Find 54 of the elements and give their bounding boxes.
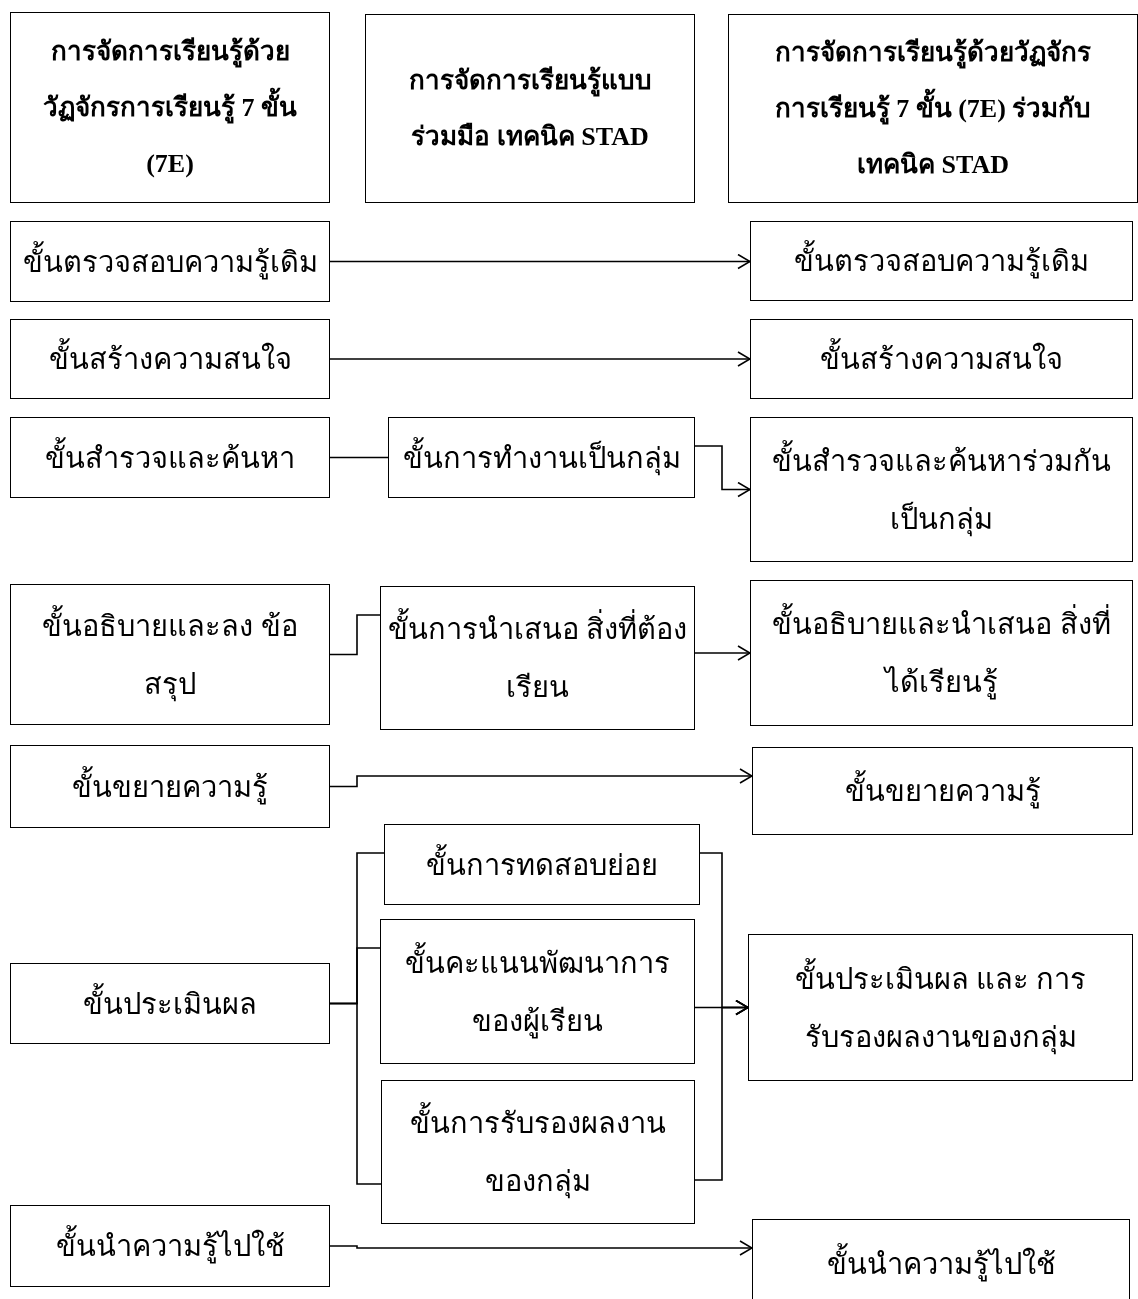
step-box [10, 584, 330, 725]
step-text: ขั้นการทำงานเป็นกลุ่ม [402, 428, 681, 487]
step-box [10, 319, 330, 399]
step-text: ขั้นอธิบายและลง ข้อสรุป [17, 596, 323, 713]
step-box [10, 1205, 330, 1287]
connector-line [329, 456, 389, 459]
step-text: ขั้นประเมินผล และ การรับรองผลงานของกลุ่ม [755, 949, 1126, 1066]
step-text: ขั้นนำความรู้ไปใช้ [826, 1235, 1056, 1293]
step-box [380, 586, 695, 730]
step-text: ขั้นขยายความรู้ [844, 762, 1041, 820]
arrow [329, 253, 751, 270]
connector-line [329, 614, 381, 656]
step-box [388, 417, 695, 498]
step-text: ขั้นคะแนนพัฒนาการ ของผู้เรียน [387, 933, 688, 1050]
step-text: ขั้นการทดสอบย่อย [426, 835, 658, 894]
arrow [329, 351, 751, 367]
step-box [10, 963, 330, 1044]
step-text: ขั้นขยายความรู้ [72, 757, 268, 816]
step-box [750, 221, 1133, 301]
step-box [750, 580, 1133, 726]
header-box [10, 12, 330, 203]
step-box [384, 824, 700, 905]
step-text: ขั้นสร้างความสนใจ [820, 330, 1063, 388]
arrow [694, 445, 751, 498]
step-box [10, 745, 330, 828]
header-text: การจัดการเรียนรู้ด้วย วัฏจักรการเรียนรู้ 7 ขั้น (7E) [42, 35, 298, 180]
step-text: ขั้นการรับรองผลงาน ของกลุ่ม [388, 1094, 688, 1210]
step-text: ขั้นสำรวจและค้นหา [45, 428, 295, 487]
step-box [380, 919, 695, 1064]
arrow [329, 768, 753, 788]
step-text: ขั้นอธิบายและนำเสนอ สิ่งที่ได้เรียนรู้ [757, 595, 1126, 711]
connector-line [329, 1002, 382, 1185]
step-box [750, 417, 1133, 562]
step-box [748, 934, 1133, 1081]
step-text: ขั้นสำรวจและค้นหาร่วมกัน เป็นกลุ่ม [757, 431, 1126, 548]
step-text: ขั้นสร้างความสนใจ [48, 330, 292, 388]
step-box [752, 1219, 1130, 1299]
step-text: ขั้นประเมินผล [83, 974, 257, 1033]
step-box [752, 747, 1133, 835]
step-text: ขั้นการนำเสนอ สิ่งที่ต้องเรียน [387, 600, 688, 716]
header-box [365, 14, 695, 203]
arrow [694, 999, 749, 1181]
header-box [728, 14, 1138, 203]
header-text: การจัดการเรียนรู้แบบ ร่วมมือ เทคนิค STAD [407, 64, 653, 153]
step-text: ขั้นตรวจสอบความรู้เดิม [794, 232, 1089, 290]
header-text: การจัดการเรียนรู้ด้วยวัฏจักร การเรียนรู้ 7 ขั้น (7E) ร่วมกับ เทคนิค STAD [773, 36, 1093, 181]
step-text: ขั้นนำความรู้ไปใช้ [55, 1217, 285, 1275]
arrow [694, 645, 751, 661]
step-text: ขั้นตรวจสอบความรู้เดิม [22, 232, 318, 291]
arrow [329, 1240, 753, 1256]
step-box [10, 417, 330, 498]
step-box [381, 1080, 695, 1224]
step-box [10, 221, 330, 302]
step-box [750, 319, 1133, 399]
